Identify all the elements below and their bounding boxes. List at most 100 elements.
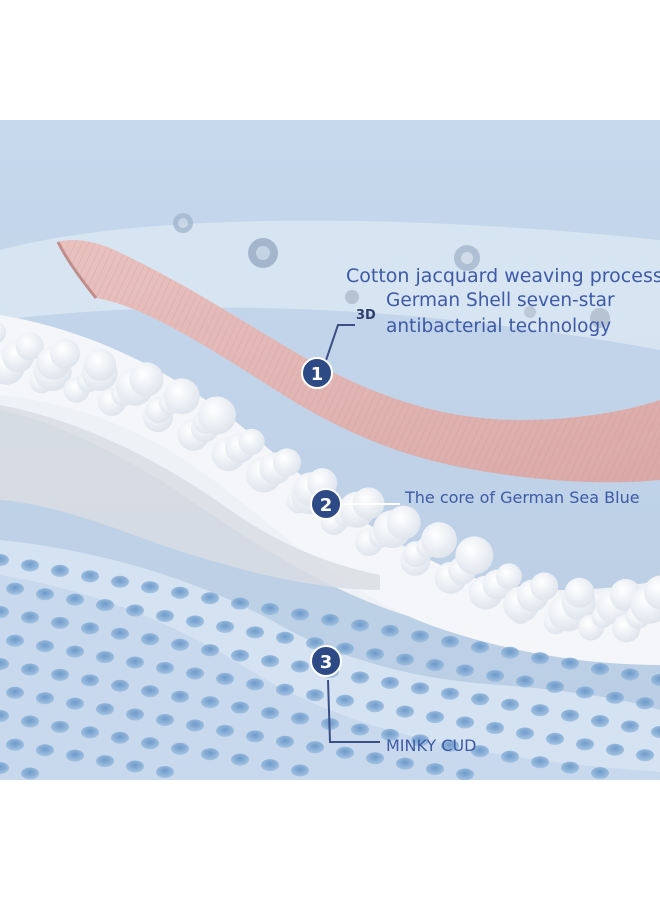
cotton-puff [198, 396, 236, 435]
layer-1-label-line-2: German Shell seven-star [386, 290, 615, 311]
minky-dot [246, 678, 264, 691]
minky-dot [336, 694, 354, 707]
minky-dot [366, 700, 384, 713]
minky-dot [516, 727, 534, 740]
minky-dot [306, 741, 324, 754]
cotton-puff [455, 536, 494, 575]
minky-dot [186, 615, 204, 628]
minky-dot [531, 652, 549, 665]
minky-dot [171, 586, 189, 599]
minky-dot [231, 597, 249, 610]
minky-dot [261, 707, 279, 720]
minky-dot [21, 767, 39, 780]
minky-dot [246, 730, 264, 743]
minky-dot [531, 704, 549, 717]
badge-1: 1 [301, 357, 333, 389]
minky-dot [156, 662, 174, 674]
connector-line-3 [327, 679, 380, 743]
cotton-puff [496, 563, 522, 590]
minky-dot [6, 686, 24, 699]
minky-dot [51, 616, 69, 629]
minky-dot [156, 610, 174, 622]
minky-dot [6, 634, 24, 647]
minky-dot [36, 692, 54, 705]
minky-dot [81, 726, 99, 739]
minky-dot [441, 739, 459, 752]
cotton-puff [238, 428, 265, 455]
minky-dot [606, 743, 624, 756]
minky-dot [111, 575, 129, 588]
minky-dot [516, 675, 534, 688]
minky-dot [81, 570, 99, 583]
layer-1-label-line-1: Cotton jacquard weaving process [346, 265, 660, 287]
layer-3-label: MINKY CUD [386, 736, 477, 755]
minky-dot [51, 720, 69, 733]
minky-dot [141, 633, 159, 646]
minky-dot [561, 709, 579, 722]
minky-dot [411, 734, 429, 747]
minky-dot [441, 687, 459, 700]
cotton-puff [644, 575, 660, 610]
product-layers-illustration: 1 2 3 3D Cotton jacquard weaving process… [0, 120, 660, 780]
minky-dot [0, 710, 9, 722]
minky-dot [456, 716, 474, 729]
minky-dot [36, 744, 54, 757]
minky-dot [171, 690, 189, 703]
minky-dot [351, 723, 369, 736]
badge-3: 3 [310, 645, 342, 677]
minky-dot [621, 720, 639, 733]
minky-dot [186, 667, 204, 680]
minky-dot [396, 757, 414, 770]
minky-dot [111, 679, 129, 692]
badge-2-number: 2 [320, 495, 333, 516]
minky-dot [171, 742, 189, 755]
minky-dot [456, 664, 474, 677]
minky-dot [66, 593, 84, 606]
minky-dot [216, 724, 234, 737]
minky-dot [201, 644, 219, 657]
layer-1-label-line-3: antibacterial technology [386, 316, 612, 337]
connector-line-1 [321, 324, 355, 373]
minky-dot [276, 683, 294, 696]
minky-dot [261, 603, 279, 616]
minky-dot [216, 672, 234, 685]
minky-dot [96, 703, 114, 716]
minky-dot [306, 637, 324, 650]
minky-dot [396, 705, 414, 718]
minky-dot [186, 719, 204, 732]
minky-dot [291, 764, 309, 777]
minky-dot [141, 581, 159, 594]
minky-dot [591, 715, 609, 728]
minky-dot [111, 627, 129, 640]
cotton-puff [15, 332, 44, 361]
minky-dot [246, 626, 264, 639]
minky-dot [501, 698, 519, 711]
minky-dot [471, 745, 489, 758]
minky-dot [276, 735, 294, 748]
badge-2: 2 [310, 488, 342, 520]
minky-dot [531, 756, 549, 769]
minky-dot [96, 651, 114, 664]
minky-dot [0, 762, 9, 774]
minky-dot [576, 686, 594, 699]
minky-dot [36, 640, 54, 653]
minky-dot [306, 689, 324, 702]
minky-dot [261, 759, 279, 772]
minky-dot [156, 714, 174, 726]
layers-artwork: 1 2 3 [0, 120, 660, 780]
minky-dot [6, 582, 24, 595]
minky-dot [396, 653, 414, 666]
minky-dot [471, 641, 489, 654]
minky-dot [336, 746, 354, 759]
minky-dot [66, 697, 84, 710]
minky-dot [81, 622, 99, 635]
minky-dot [126, 760, 144, 773]
minky-dot [546, 732, 564, 745]
minky-dot [441, 635, 459, 648]
minky-dot [636, 697, 654, 710]
minky-dot [231, 701, 249, 714]
minky-dot [216, 620, 234, 633]
minky-dot [471, 693, 489, 706]
cotton-puff [0, 322, 6, 343]
minky-dot [291, 660, 309, 673]
